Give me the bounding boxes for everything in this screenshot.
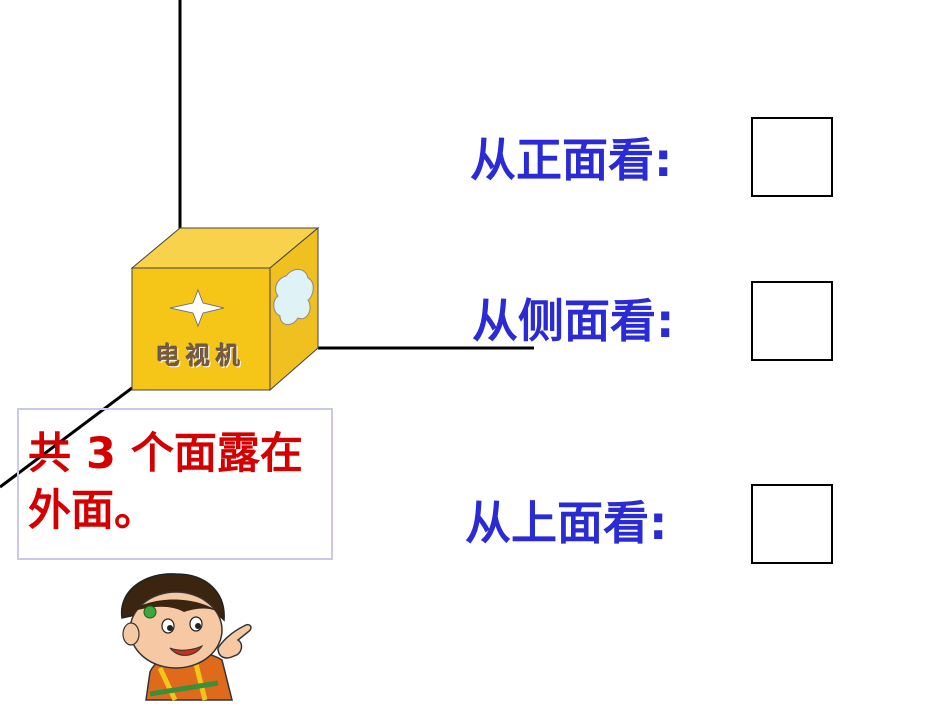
cube-front-face — [131, 267, 271, 391]
note-text: 共 3 个面露在外面。 — [28, 429, 303, 536]
top-view-label: 从上面看: — [465, 496, 668, 550]
depth-axis — [0, 386, 133, 489]
cartoon-boy-pointing — [120, 573, 252, 702]
tv-cube — [130, 226, 320, 392]
cloud-icon — [273, 269, 314, 325]
top-view-answer-box[interactable] — [751, 484, 833, 564]
note-box — [17, 408, 333, 560]
front-view-answer-box[interactable] — [751, 117, 833, 197]
side-view-label: 从侧面看: — [472, 294, 675, 348]
side-view-answer-box[interactable] — [751, 281, 833, 361]
cube-face-text: 电视机 — [156, 341, 246, 370]
front-view-label: 从正面看: — [470, 133, 673, 187]
four-point-star-icon — [169, 288, 225, 328]
